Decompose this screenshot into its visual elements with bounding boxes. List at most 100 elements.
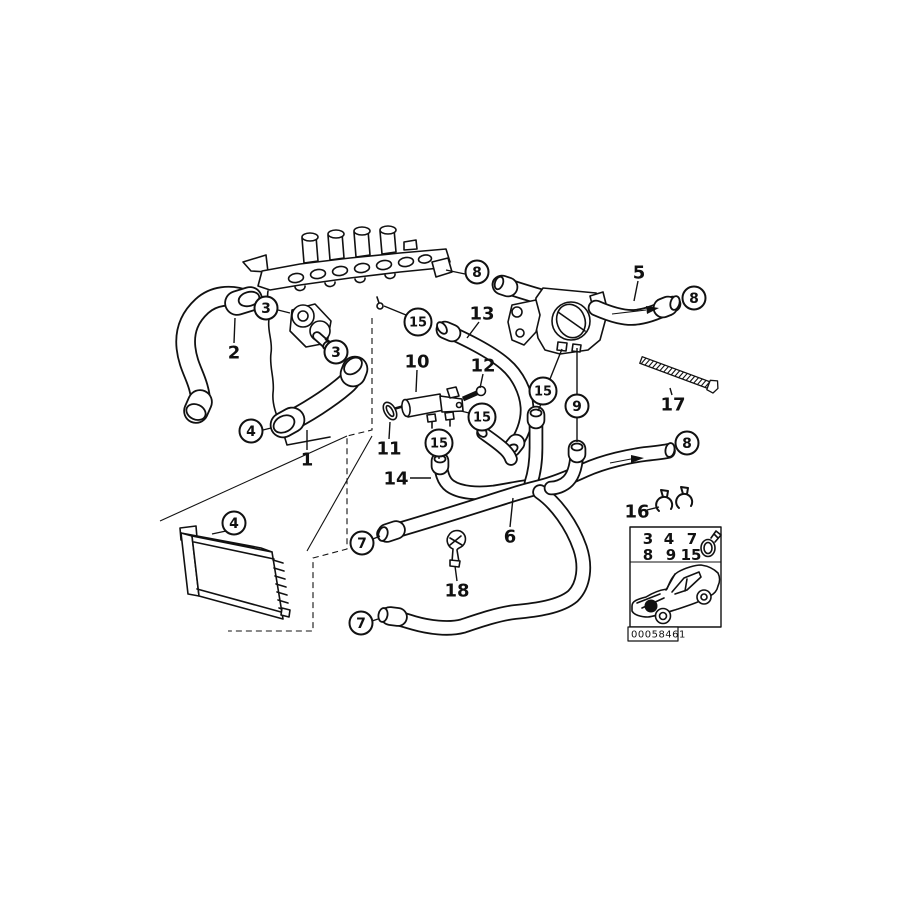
clamp-callout-15[interactable]: 15 (528, 376, 558, 406)
callout-number: 4 (246, 424, 256, 440)
leader-line (445, 269, 466, 275)
bolt-12 (461, 385, 487, 402)
leader-line (454, 565, 458, 582)
clamp-callout-8[interactable]: 8 (674, 430, 700, 456)
engine-illustration (242, 225, 453, 446)
radiator-illustration (179, 525, 291, 620)
part-label-18[interactable]: 18 (444, 580, 469, 601)
clamp-callout-4[interactable]: 4 (221, 510, 247, 536)
hatch-line (700, 380, 707, 387)
part-label-6[interactable]: 6 (504, 526, 517, 547)
hose-2 (175, 285, 263, 424)
callout-number: 9 (572, 399, 582, 415)
clamp-callout-4[interactable]: 4 (238, 418, 264, 444)
legend-number-7[interactable]: 7 (687, 530, 697, 548)
callout-number: 15 (534, 385, 552, 400)
hatch-line (648, 360, 654, 367)
hatch-line (685, 374, 692, 381)
legend-number-8[interactable]: 8 (643, 546, 653, 564)
part-label-11[interactable]: 11 (376, 438, 401, 459)
callout-circle (253, 295, 279, 321)
callout-circle (467, 402, 497, 432)
hatch-line (689, 375, 696, 383)
callout-circle (528, 376, 558, 406)
leader-line (646, 506, 660, 511)
part-label-12[interactable]: 12 (470, 355, 495, 376)
clamp-callout-3[interactable]: 3 (323, 339, 349, 365)
holding-clamp-18 (446, 529, 467, 568)
clamp-callout-15[interactable]: 15 (424, 428, 454, 458)
leader-line (479, 373, 484, 389)
leader-line (383, 305, 407, 316)
hatch-line (678, 371, 684, 378)
part-label-1[interactable]: 1 (301, 449, 314, 470)
callout-number: 15 (409, 316, 427, 331)
callout-circle (681, 285, 707, 311)
callout-circle (348, 610, 374, 636)
strap-17 (639, 356, 719, 394)
leader-line (633, 280, 639, 302)
callout-circle (323, 339, 349, 365)
hose-clamp-icon (700, 530, 722, 558)
leader-line (388, 421, 391, 440)
leader-line (549, 348, 563, 380)
legend-number-15[interactable]: 15 (681, 546, 702, 564)
diagram-id-code: 00058461 (631, 630, 686, 641)
clamp-callout-7[interactable]: 7 (349, 530, 375, 556)
hatch-line (693, 377, 699, 384)
water-valve-10 (388, 386, 464, 429)
part-label-2[interactable]: 2 (228, 342, 241, 363)
clamp-pair-16 (655, 486, 694, 512)
part-label-10[interactable]: 10 (404, 351, 429, 372)
part-label-14[interactable]: 14 (383, 468, 408, 489)
callout-number: 4 (229, 516, 239, 532)
callout-circle (238, 418, 264, 444)
legend-number-4[interactable]: 4 (664, 530, 674, 548)
hatch-line (644, 359, 651, 366)
clamp-callout-9[interactable]: 9 (564, 393, 590, 419)
hatch-line (652, 362, 658, 369)
callout-circle (403, 307, 433, 337)
part-label-5[interactable]: 5 (633, 262, 646, 283)
hatch-line (667, 367, 673, 374)
hose-6-upper-branch (523, 405, 546, 491)
leader-line (233, 317, 236, 344)
callout-circle (349, 530, 375, 556)
car-silhouette-front-left (631, 564, 721, 625)
throttle-body-illustration (507, 287, 607, 355)
leader-line (460, 410, 470, 414)
clamp-callout-7[interactable]: 7 (348, 610, 374, 636)
callout-number: 15 (430, 437, 448, 452)
part-label-17[interactable]: 17 (660, 394, 685, 415)
callout-circle (221, 510, 247, 536)
part-label-13[interactable]: 13 (469, 303, 494, 324)
id-code-box: 00058461 (627, 626, 686, 642)
clamp-callout-8[interactable]: 8 (681, 285, 707, 311)
clamp-callout-15[interactable]: 15 (403, 307, 433, 337)
gasket-11 (382, 401, 398, 421)
callout-number: 8 (689, 291, 699, 307)
clamp-callout-3[interactable]: 3 (253, 295, 279, 321)
callout-circle (564, 393, 590, 419)
leader-line (415, 369, 418, 393)
leader-line (262, 427, 272, 431)
clamp-callout-15[interactable]: 15 (467, 402, 497, 432)
hatch-line (659, 364, 666, 371)
legend-number-3[interactable]: 3 (643, 530, 653, 548)
legend-number-9[interactable]: 9 (666, 546, 676, 564)
callout-number: 7 (356, 616, 366, 632)
part-label-16[interactable]: 16 (624, 501, 649, 522)
clamp-callout-8[interactable]: 8 (464, 259, 490, 285)
leader-line (211, 530, 227, 535)
callout-number: 3 (261, 301, 271, 317)
callout-number: 3 (331, 345, 341, 361)
hatch-line (682, 373, 688, 380)
leader-lines (211, 269, 673, 622)
hose-5-right (587, 295, 682, 326)
